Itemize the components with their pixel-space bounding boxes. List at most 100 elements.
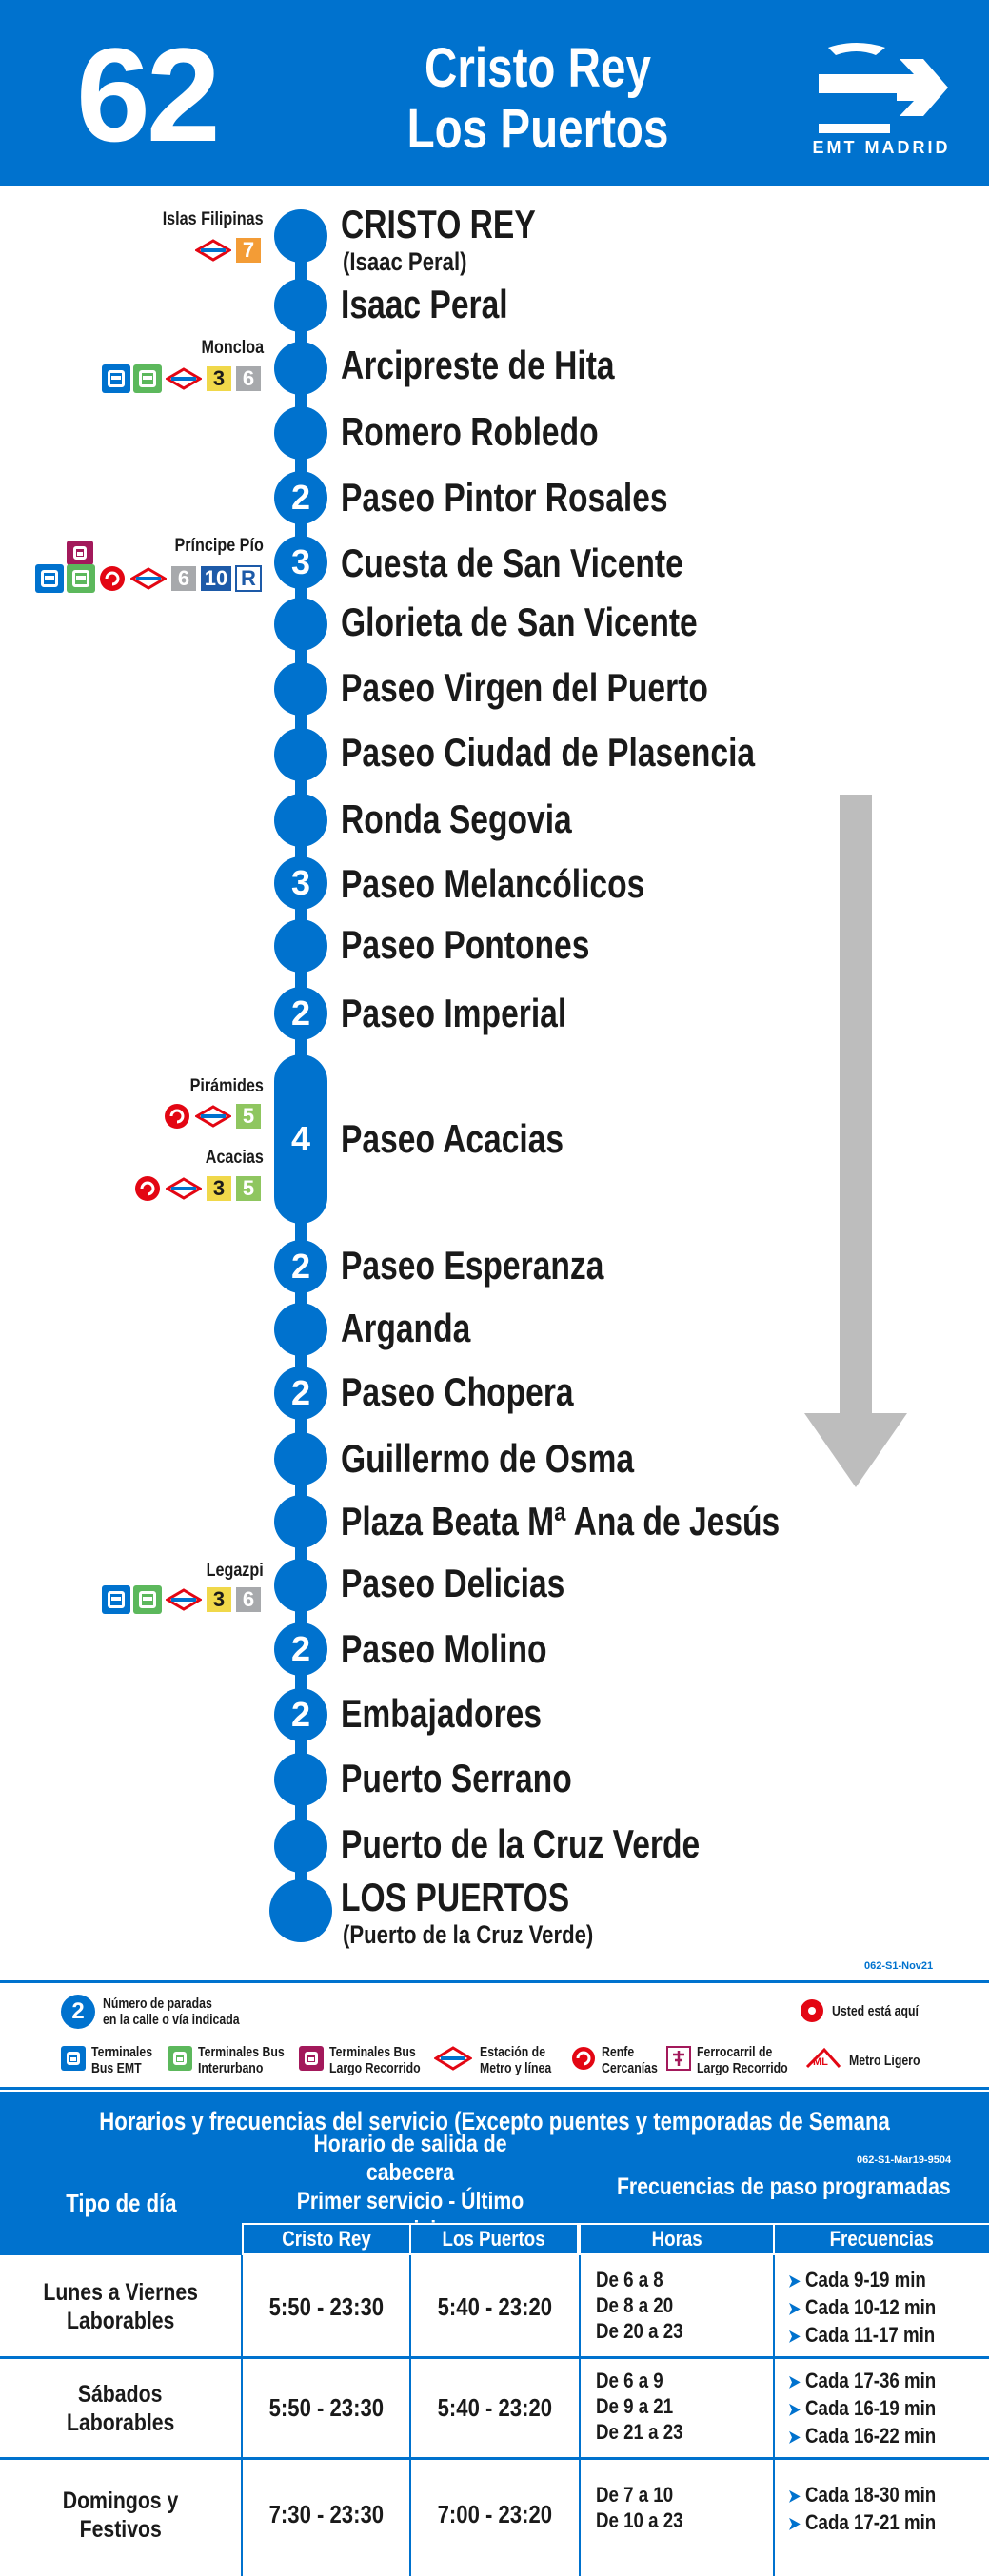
stop-name: Paseo Esperanza [341, 1243, 604, 1288]
stop-name: Glorieta de San Vicente [341, 600, 698, 644]
bus-emt-icon [35, 564, 64, 593]
terminal-stop-marker [269, 1879, 332, 1942]
stop-name: Paseo Pontones [341, 922, 590, 967]
grid-line [579, 2255, 581, 2576]
connection-label: Legazpi [206, 1561, 264, 1581]
arrow-icon: ➤ [788, 2400, 801, 2419]
schedule-code: 062-S1-Mar19-9504 [857, 2154, 952, 2166]
metro-icon [165, 1585, 203, 1614]
stop-marker [274, 662, 327, 716]
metro-line-5-badge: 5 [235, 1175, 262, 1202]
metro-line-3-badge: 3 [206, 1586, 232, 1613]
stop-name: Plaza Beata Mª Ana de Jesús [341, 1499, 781, 1544]
direction-arrow-shaft [840, 795, 872, 1413]
stop-marker [274, 342, 327, 395]
grid-line [773, 2255, 775, 2576]
arrow-icon: ➤ [788, 2428, 801, 2447]
stop-name: Isaac Peral [341, 282, 508, 326]
stop-name: Cuesta de San Vicente [341, 541, 683, 585]
stop-name: Paseo Delicias [341, 1561, 565, 1605]
emt-logo-text: EMT MADRID [812, 138, 951, 157]
stop-marker [274, 794, 327, 847]
grid-line [241, 2255, 243, 2576]
row-frequencies: ➤ Cada 9-19 min ➤ Cada 10-12 min ➤ Cada … [788, 2268, 937, 2347]
stop-name: Puerto de la Cruz Verde [341, 1821, 701, 1866]
arrow-icon: ➤ [788, 2514, 801, 2533]
stop-name: Ronda Segovia [341, 796, 572, 841]
sub-cristo-rey: Cristo Rey [282, 2227, 371, 2251]
connection-icons: 3 6 [102, 1585, 262, 1614]
long-distance-train-icon [666, 2046, 691, 2071]
stop-count-marker: 3 [274, 536, 327, 589]
stop-count-marker: 2 [274, 1688, 327, 1741]
stop-name: Paseo Melancólicos [341, 861, 645, 906]
legend-item-label: Metro Ligero [849, 2053, 920, 2069]
connection-icons: 3 5 [133, 1174, 262, 1203]
arrow-icon: ➤ [788, 2372, 801, 2391]
row-cristo-rey-times: 5:50 - 23:30 [268, 2291, 384, 2321]
sub-frecuencias: Frecuencias [829, 2227, 935, 2251]
stop-name: Paseo Chopera [341, 1369, 574, 1414]
stop-name: Paseo Ciudad de Plasencia [341, 730, 756, 775]
stop-count-marker: 3 [274, 856, 327, 910]
sub-horas: Horas [651, 2227, 702, 2251]
stop-count-marker: 2 [274, 1367, 327, 1420]
stop-marker [274, 919, 327, 973]
emt-logo-icon [819, 43, 948, 133]
stop-name: Puerto Serrano [341, 1756, 572, 1800]
stop-count-marker: 2 [274, 471, 327, 524]
connection-icons: 6 10 R [35, 564, 262, 593]
metro-icon [165, 1174, 203, 1203]
row-los-puertos-times: 7:00 - 23:20 [437, 2500, 553, 2528]
arrow-icon: ➤ [788, 2271, 801, 2291]
subheader-cell [581, 2225, 773, 2253]
connection-label: Pirámides [189, 1076, 264, 1096]
stop-subname: (Isaac Peral) [343, 247, 467, 276]
subheader-cell [411, 2225, 577, 2253]
bus-interurban-icon [133, 1585, 162, 1614]
metro-icon [129, 564, 168, 593]
stop-count-marker: 2 [274, 987, 327, 1040]
subheader-cell [244, 2225, 409, 2253]
stop-count-marker: 4 [274, 1054, 327, 1224]
stop-name: Paseo Virgen del Puerto [341, 665, 708, 710]
stop-marker [274, 1303, 327, 1356]
connection-icons: 3 6 [102, 364, 262, 393]
arrow-icon: ➤ [788, 2299, 801, 2318]
stop-name: Arcipreste de Hita [341, 343, 615, 387]
stop-marker [274, 1819, 327, 1873]
row-frequencies: ➤ Cada 18-30 min ➤ Cada 17-21 min [788, 2483, 937, 2534]
bus-interurban-icon [133, 364, 162, 393]
stop-name: Romero Robledo [341, 409, 599, 454]
metro-line-5-badge: 5 [235, 1103, 262, 1130]
bus-emt-icon [102, 1585, 130, 1614]
grid-line [409, 2255, 411, 2576]
metro-line-6-badge: 6 [235, 365, 262, 392]
stop-marker [274, 1432, 327, 1485]
connection-icons: 5 [163, 1102, 262, 1131]
stop-name: Paseo Pintor Rosales [341, 475, 668, 520]
bus-emt-icon [102, 364, 130, 393]
header: 62 Cristo Rey Los Puertos EMT MADRID [0, 0, 989, 186]
you-are-here-icon [801, 1999, 823, 2022]
bus-interurban-icon [67, 564, 95, 593]
legend-stop-count-marker: 2 [61, 1995, 95, 2029]
row-frequencies: ➤ Cada 17-36 min ➤ Cada 16-19 min ➤ Cada… [788, 2369, 937, 2448]
svg-text:ML: ML [813, 2056, 828, 2068]
header-destination-origin: Cristo Rey [425, 37, 651, 99]
metro-icon [434, 2046, 472, 2071]
arrow-icon: ➤ [788, 2327, 801, 2346]
stop-count-marker: 2 [274, 1622, 327, 1676]
metro-line-3-badge: 3 [206, 365, 232, 392]
renfe-icon [572, 2047, 595, 2070]
